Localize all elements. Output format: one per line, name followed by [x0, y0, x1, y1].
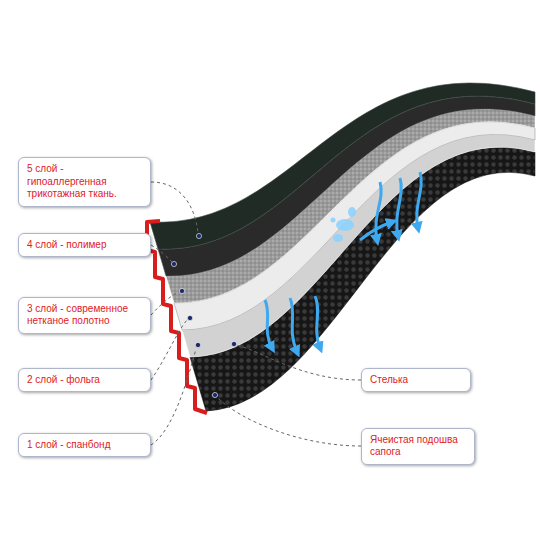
leader-dots [171, 233, 236, 397]
callout-box: Стелька [361, 368, 471, 393]
callout-label: Стелька [370, 374, 462, 387]
callout-label: 3 слой - современное нетканое полотно [27, 303, 142, 328]
callout-label: 2 слой - фольга [27, 374, 142, 387]
polymer-layer [158, 96, 535, 276]
callout-box: Ячеистая подошва сапога [361, 428, 475, 465]
callout-box: 1 слой - спанбонд [18, 433, 151, 458]
callout-label: 4 слой - полимер [27, 239, 142, 252]
leader-lines [151, 182, 361, 446]
callout-label: 5 слой - гипоаллергенная трикотажная тка… [27, 163, 142, 201]
section-bracket [147, 221, 207, 413]
callout-box: 4 слой - полимер [18, 233, 151, 258]
callout-box: 2 слой - фольга [18, 368, 151, 393]
moisture-splash [331, 207, 357, 242]
moisture-arrows [265, 172, 421, 352]
callout-label: Ячеистая подошва сапога [370, 434, 466, 459]
callout-box: 3 слой - современное нетканое полотно [18, 297, 151, 334]
fabric-layer [150, 83, 535, 249]
callout-box: 5 слой - гипоаллергенная трикотажная тка… [18, 157, 151, 207]
callout-label: 1 слой - спанбонд [27, 439, 142, 452]
